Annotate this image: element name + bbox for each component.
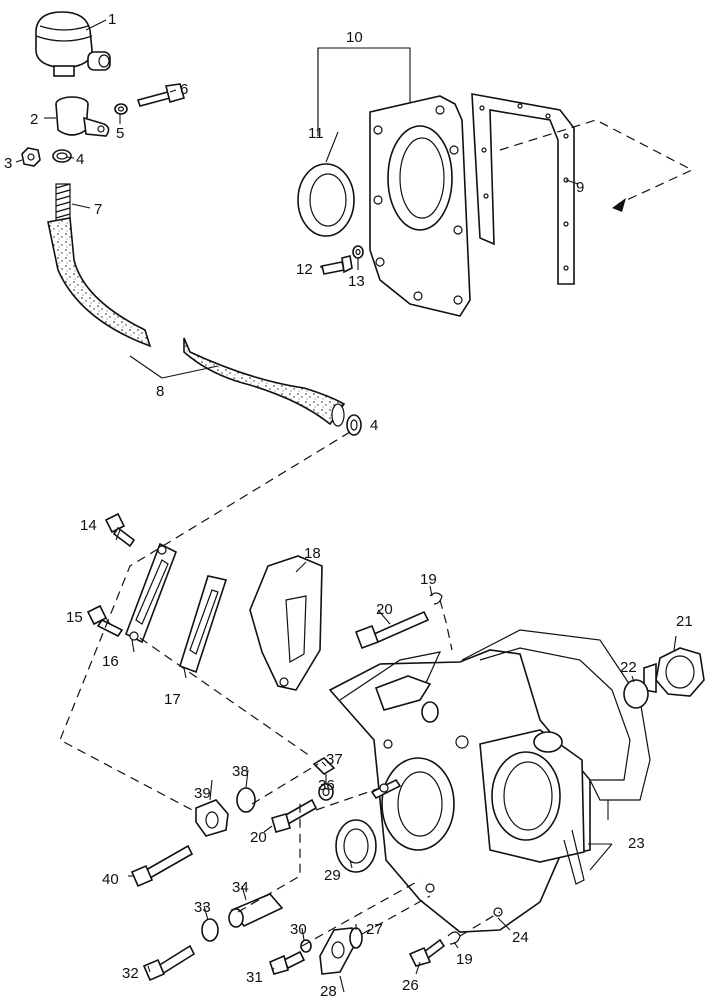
callout-14: 14 — [80, 517, 97, 534]
callout-20: 20 — [376, 601, 393, 618]
clip-19-upper — [429, 592, 443, 605]
callout-labels: 1 2 3 4 5 6 7 8 4 10 11 9 12 13 14 15 16… — [4, 11, 693, 1000]
callout-9: 9 — [576, 179, 584, 196]
callout-38: 38 — [232, 763, 249, 780]
plunger-34 — [228, 893, 284, 928]
callout-7: 7 — [94, 201, 102, 218]
breather-body — [55, 96, 110, 137]
spring — [55, 183, 71, 223]
callout-4: 4 — [76, 151, 84, 168]
callout-12: 12 — [296, 261, 313, 278]
o-ring-22 — [623, 679, 649, 709]
callout-13: 13 — [348, 273, 365, 290]
hose-clamp — [52, 149, 72, 163]
callout-22: 22 — [620, 659, 637, 676]
callout-33: 33 — [194, 899, 211, 916]
callout-15: 15 — [66, 609, 83, 626]
callout-11: 11 — [308, 125, 324, 142]
callout-18: 18 — [304, 545, 321, 562]
washer-13 — [352, 245, 364, 259]
callout-8: 8 — [156, 383, 164, 400]
cover-28 — [319, 927, 355, 975]
callout-17: 17 — [164, 691, 181, 708]
callout-36: 36 — [318, 777, 335, 794]
connection-lines — [59, 431, 501, 947]
callout-19-lower: 19 — [456, 951, 473, 968]
valve-39 — [195, 799, 229, 837]
o-ring-38 — [236, 787, 256, 813]
oil-filler-cap — [643, 647, 705, 697]
timing-cover-gasket — [461, 629, 651, 885]
o-ring-27 — [349, 927, 363, 949]
bolt-31 — [269, 950, 306, 975]
callout-27: 27 — [366, 921, 383, 938]
breather-cap — [35, 11, 111, 77]
bolt-20-upper — [354, 610, 430, 650]
callout-37: 37 — [326, 751, 343, 768]
callout-30: 30 — [290, 921, 307, 938]
seal-29 — [335, 819, 377, 873]
callout-32: 32 — [122, 965, 139, 982]
callout-6: 6 — [180, 81, 188, 98]
callout-29: 29 — [324, 867, 341, 884]
housing-18 — [249, 555, 323, 691]
callout-16: 16 — [102, 653, 119, 670]
seal-ring — [297, 163, 355, 237]
callout-34: 34 — [232, 879, 249, 896]
plug-37 — [312, 756, 336, 776]
callout-28: 28 — [320, 983, 337, 1000]
callout-3: 3 — [4, 155, 12, 172]
hose-clamp-lower — [346, 414, 362, 436]
callout-19: 19 — [420, 571, 437, 588]
callout-2: 2 — [30, 111, 38, 128]
bolt-32 — [142, 944, 196, 982]
bolt-12 — [321, 255, 353, 275]
o-ring-33 — [201, 918, 219, 942]
callout-1: 1 — [108, 11, 116, 28]
callout-21: 21 — [676, 613, 693, 630]
assembly-direction-line — [499, 119, 694, 205]
callout-5: 5 — [116, 125, 124, 142]
gasket-17 — [179, 575, 228, 674]
rear-cover-plate — [369, 95, 471, 317]
callout-10: 10 — [346, 29, 363, 46]
bolt-40 — [130, 844, 194, 888]
callout-39: 39 — [194, 785, 211, 802]
bolt-15 — [86, 604, 124, 638]
pin-part — [370, 778, 402, 800]
breather-hose — [47, 217, 346, 427]
callout-26: 26 — [402, 977, 419, 994]
nut — [21, 147, 41, 167]
callout-20-lower: 20 — [250, 829, 267, 846]
bolt-20-lower — [271, 798, 318, 833]
callout-23: 23 — [628, 835, 645, 852]
callout-24: 24 — [512, 929, 529, 946]
arrow-icon — [612, 198, 626, 212]
callout-40: 40 — [102, 871, 119, 888]
bolt — [136, 83, 185, 107]
cover-plate-16 — [124, 542, 178, 644]
washer — [114, 103, 128, 115]
callout-4-lower: 4 — [370, 417, 378, 434]
rear-plate-gasket — [471, 93, 575, 285]
timing-cover — [328, 649, 591, 933]
bolt-26 — [408, 938, 446, 967]
leader-lines — [15, 19, 677, 993]
callout-31: 31 — [246, 969, 263, 986]
